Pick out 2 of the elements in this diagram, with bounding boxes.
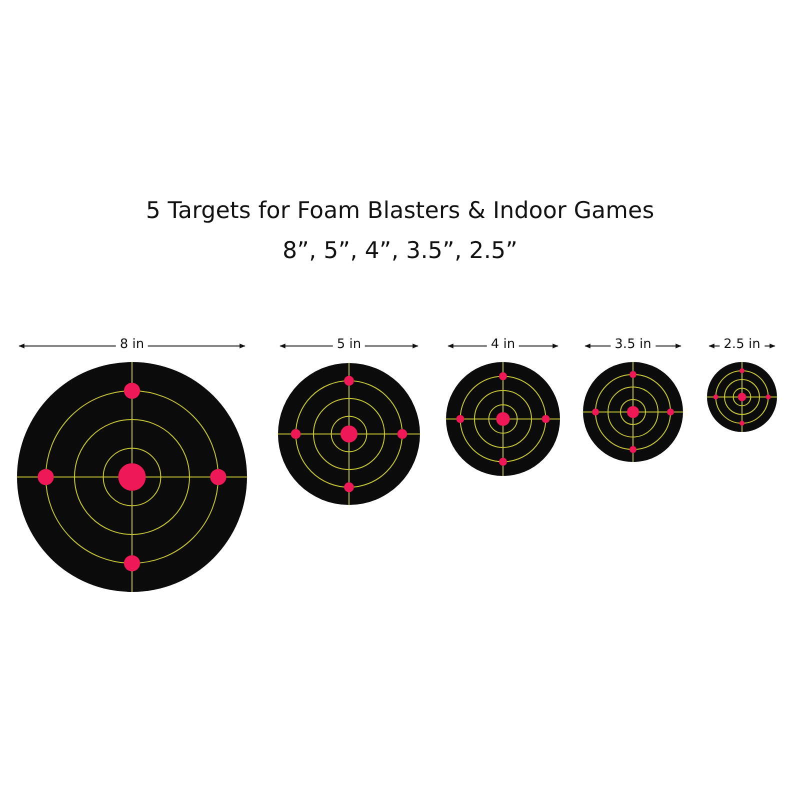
title: 5 Targets for Foam Blasters & Indoor Games xyxy=(144,198,656,224)
subtitle: 8”, 5”, 4”, 3.5”, 2.5” xyxy=(281,238,519,264)
